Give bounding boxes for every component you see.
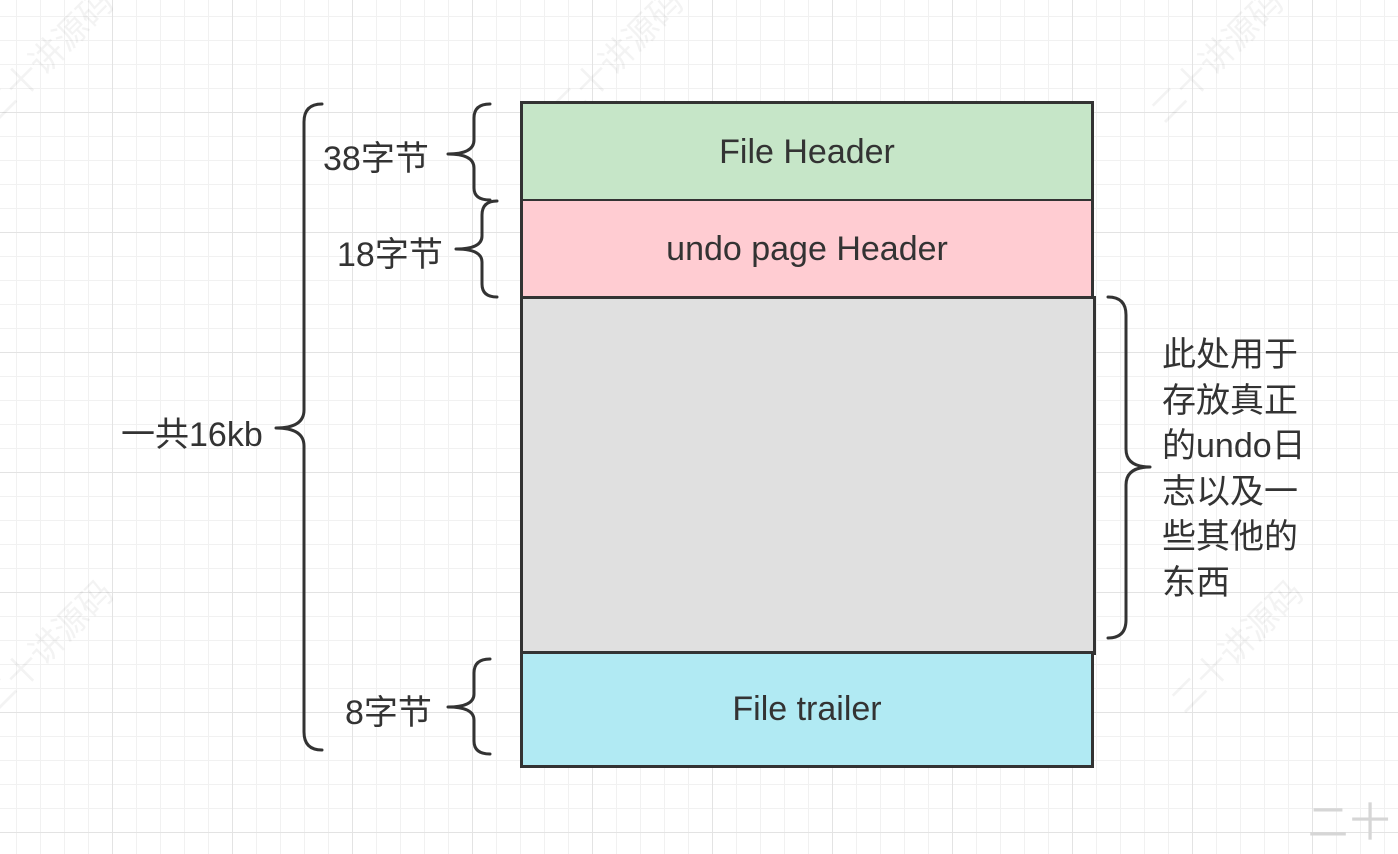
file-trailer-size-label: 8字节	[345, 694, 432, 732]
file-header-label: File Header	[719, 132, 895, 171]
file-header-segment: File Header	[520, 101, 1094, 203]
file-header-brace	[446, 102, 492, 202]
file-trailer-label: File trailer	[732, 690, 882, 728]
corner-watermark: 二十	[1308, 800, 1392, 846]
undo-page-header-segment: undo page Header	[520, 199, 1094, 300]
undo-log-body-segment	[520, 296, 1096, 655]
body-brace	[1106, 295, 1152, 640]
file-trailer-segment: File trailer	[520, 651, 1094, 768]
undo-page-header-size-label: 18字节	[337, 236, 443, 274]
undo-header-brace	[454, 199, 499, 299]
total-brace	[274, 102, 324, 752]
file-trailer-brace	[446, 657, 492, 756]
file-header-size-label: 38字节	[323, 140, 429, 178]
total-size-label: 一共16kb	[121, 416, 263, 454]
undo-page-header-label: undo page Header	[666, 229, 948, 268]
undo-log-body-note: 此处用于存放真正的undo日志以及一些其他的东西	[1162, 336, 1306, 602]
